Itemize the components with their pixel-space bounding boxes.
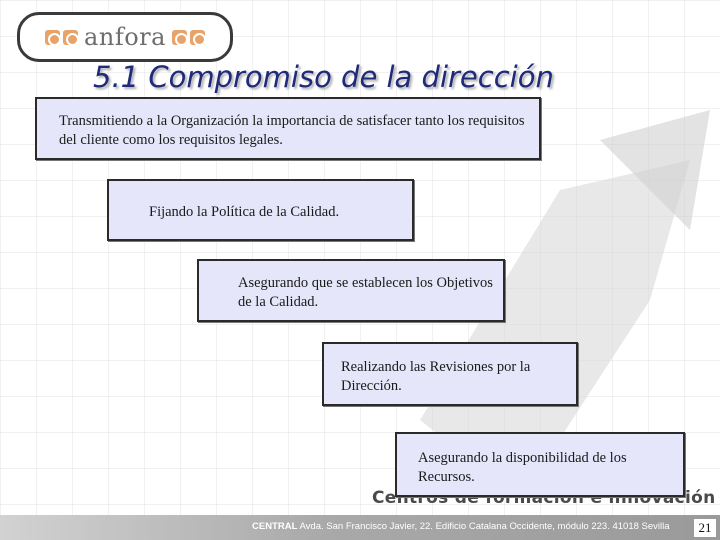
step-text-1: Transmitiendo a la Organización la impor… bbox=[59, 113, 525, 148]
slide-title: 5.1 Compromiso de la dirección bbox=[93, 60, 554, 94]
footer-address: CENTRAL Avda. San Francisco Javier, 22. … bbox=[252, 521, 670, 532]
footer-address-text: Avda. San Francisco Javier, 22. Edificio… bbox=[299, 521, 670, 532]
step-text-2: Fijando la Política de la Calidad. bbox=[149, 204, 340, 220]
logo-square-icon bbox=[63, 29, 80, 46]
step-box-2: Fijando la Política de la Calidad. bbox=[107, 179, 414, 241]
step-box-1: Transmitiendo a la Organización la impor… bbox=[35, 97, 541, 160]
step-text-5: Asegurando la disponibilidad de los Recu… bbox=[418, 450, 627, 485]
anfora-logo: anfora bbox=[17, 12, 233, 62]
logo-icons-left bbox=[45, 29, 80, 46]
page-number: 21 bbox=[694, 519, 716, 537]
step-text-4: Realizando las Revisiones por la Direcci… bbox=[341, 359, 531, 394]
logo-square-icon bbox=[45, 29, 62, 46]
footer-brand: CENTRAL bbox=[252, 521, 298, 532]
logo-square-icon bbox=[171, 29, 188, 46]
footer-bar bbox=[0, 515, 720, 540]
step-box-5: Asegurando la disponibilidad de los Recu… bbox=[395, 432, 685, 497]
logo-square-icon bbox=[189, 29, 206, 46]
logo-text: anfora bbox=[84, 23, 166, 51]
logo-icons-right bbox=[171, 29, 206, 46]
step-box-3: Asegurando que se establecen los Objetiv… bbox=[197, 259, 505, 322]
step-text-3: Asegurando que se establecen los Objetiv… bbox=[238, 275, 493, 310]
step-box-4: Realizando las Revisiones por la Direcci… bbox=[322, 342, 578, 406]
